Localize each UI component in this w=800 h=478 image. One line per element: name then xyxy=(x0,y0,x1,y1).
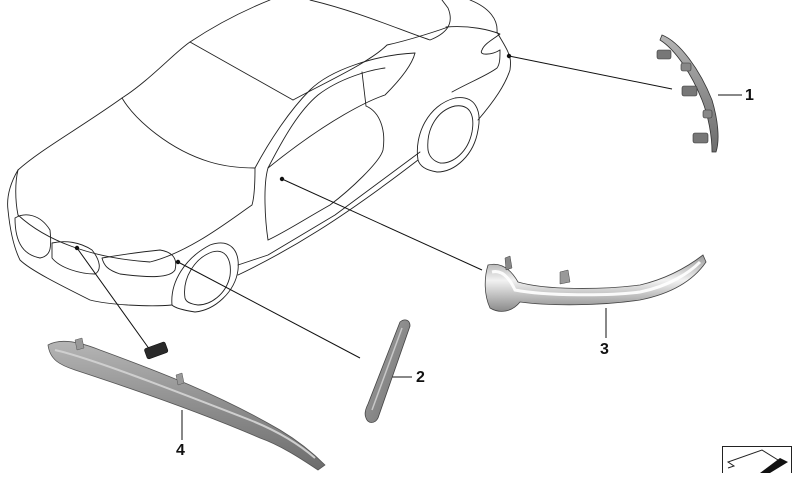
callout-3: 3 xyxy=(600,341,609,358)
callout-4: 4 xyxy=(176,442,185,459)
catalog-logo-icon xyxy=(722,446,792,477)
car-outline xyxy=(7,0,511,313)
part-4-led-strip xyxy=(47,337,326,471)
part-2-reflector xyxy=(364,319,411,423)
anchor-dots xyxy=(74,53,512,265)
leader-lines xyxy=(76,55,742,440)
part-1-rear-strip xyxy=(656,34,719,153)
callout-1: 1 xyxy=(745,87,754,104)
part-3-door-strip xyxy=(484,254,707,312)
callout-2: 2 xyxy=(416,369,425,386)
